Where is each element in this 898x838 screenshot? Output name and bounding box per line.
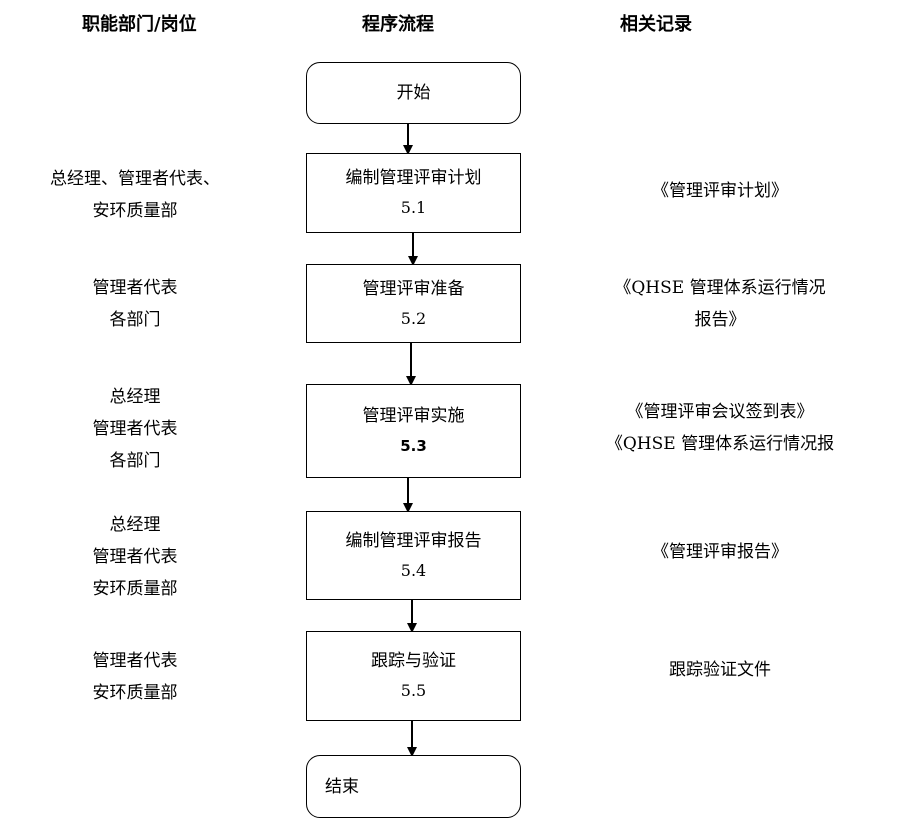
step-prepare: 管理评审准备 5.2 [306,264,521,343]
dept-line: 各部门 [109,310,161,330]
record-line: 《管理评审会议签到表》 [626,402,814,422]
dept-line: 管理者代表 [92,278,178,298]
dept-line: 安环质量部 [92,683,178,703]
step-implement: 管理评审实施 5.3 [306,384,521,478]
dept-line: 管理者代表 [92,547,178,567]
dept-plan: 总经理、管理者代表、 安环质量部 [0,163,270,227]
dept-line: 总经理、管理者代表、 [50,169,220,189]
record-report: 《管理评审报告》 [560,536,880,568]
dept-line: 安环质量部 [92,579,178,599]
step-prepare-number: 5.2 [400,308,427,328]
step-start-label: 开始 [396,83,431,103]
record-prepare: 《QHSE 管理体系运行情况 报告》 [560,272,880,336]
step-plan-number: 5.1 [400,198,427,217]
step-end-label: 结束 [325,776,359,797]
step-prepare-label: 管理评审准备 [362,278,465,299]
record-line: 《管理评审计划》 [652,181,788,201]
record-line: 《QHSE 管理体系运行情况报 [605,434,835,454]
dept-line: 管理者代表 [92,419,178,439]
step-start: 开始 [306,62,521,124]
dept-prepare: 管理者代表 各部门 [0,272,270,336]
dept-implement: 总经理 管理者代表 各部门 [0,381,270,477]
step-report-number: 5.4 [400,560,427,580]
step-plan: 编制管理评审计划 5.1 [306,153,521,233]
record-line: 《管理评审报告》 [652,542,788,562]
step-implement-label: 管理评审实施 [362,406,465,426]
record-line: 跟踪验证文件 [669,660,771,680]
dept-track: 管理者代表 安环质量部 [0,645,270,709]
record-plan: 《管理评审计划》 [560,175,880,207]
record-line: 报告》 [694,310,746,330]
header-process: 程序流程 [362,14,434,35]
record-line: 《QHSE 管理体系运行情况 [614,278,826,298]
step-report-label: 编制管理评审报告 [345,530,482,551]
record-track: 跟踪验证文件 [560,654,880,686]
header-dept: 职能部门/岗位 [82,14,197,35]
step-track-label: 跟踪与验证 [371,651,456,671]
dept-line: 安环质量部 [92,201,178,221]
step-plan-label: 编制管理评审计划 [345,168,482,188]
step-track-number: 5.5 [400,681,427,700]
dept-line: 总经理 [109,387,161,407]
record-implement: 《管理评审会议签到表》 《QHSE 管理体系运行情况报 [560,396,880,460]
dept-line: 总经理 [109,515,161,535]
dept-line: 管理者代表 [92,651,178,671]
step-track: 跟踪与验证 5.5 [306,631,521,721]
step-report: 编制管理评审报告 5.4 [306,511,521,600]
step-implement-number: 5.3 [400,437,427,455]
dept-report: 总经理 管理者代表 安环质量部 [0,509,270,605]
header-records: 相关记录 [620,14,692,35]
step-end: 结束 [306,755,521,818]
dept-line: 各部门 [109,451,161,471]
